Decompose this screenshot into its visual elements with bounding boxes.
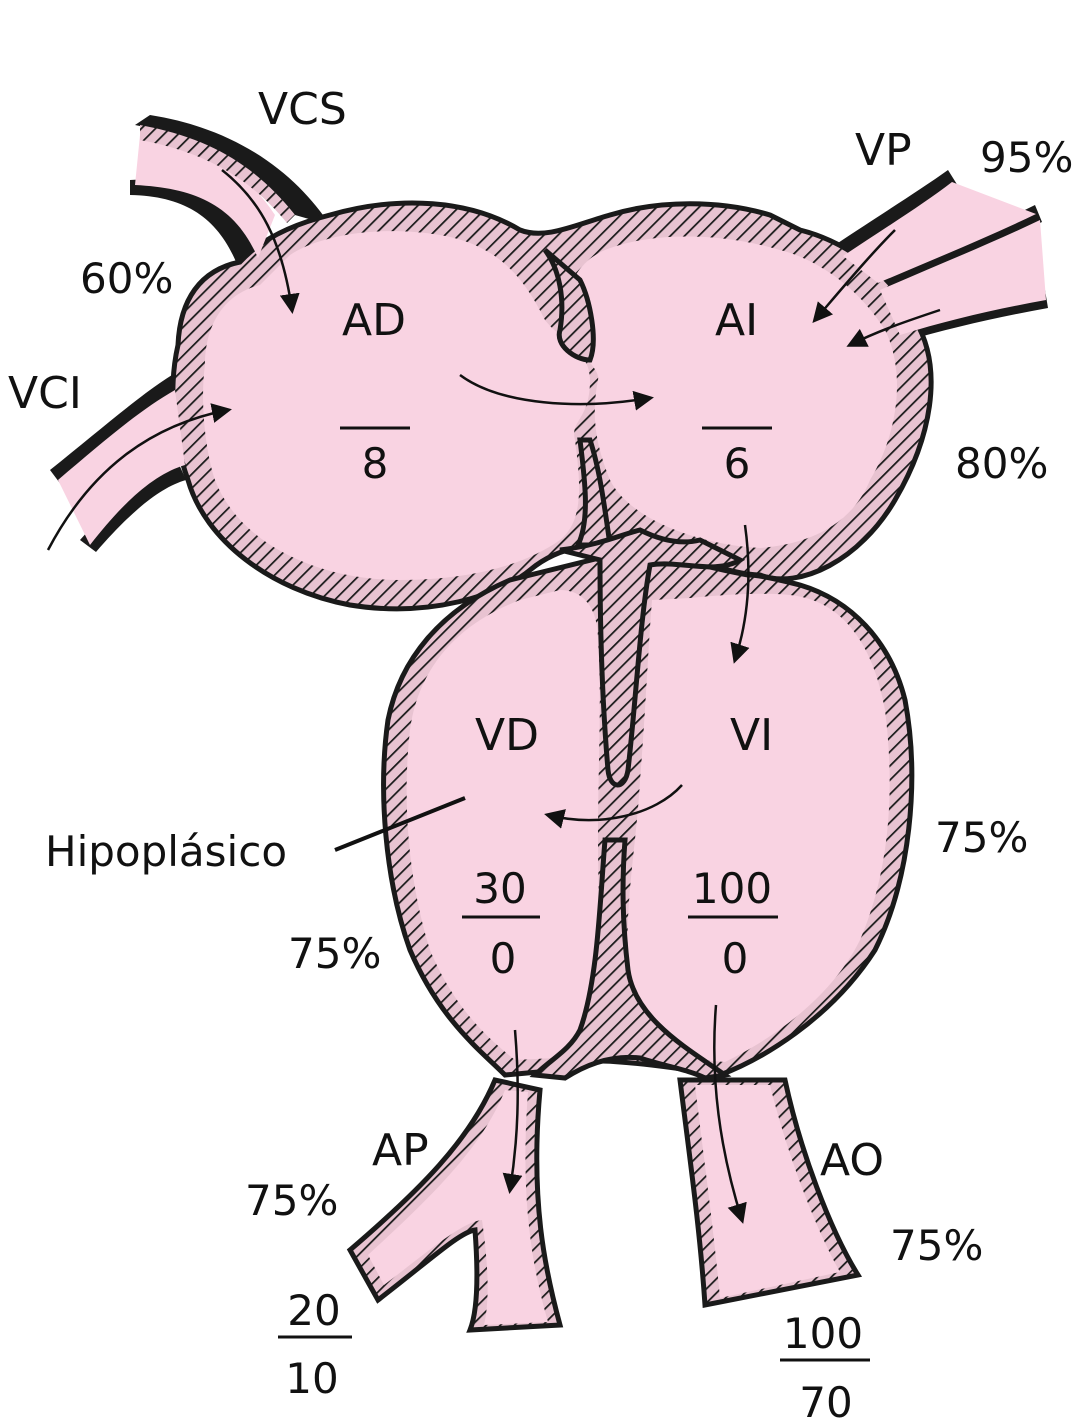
vcs-flow-arrow [221,169,300,314]
ap-label: AP [372,1125,429,1176]
vp-vessel-wall-1 [835,170,958,260]
ai-pressure-den: 6 [724,439,751,488]
vp-saturation: 95% [980,133,1073,182]
vi-lumen [627,593,890,1062]
ap-saturation: 75% [245,1176,338,1225]
vci-lumen [58,390,185,545]
ap-pressure-den: 10 [285,1354,338,1403]
ao-saturation: 75% [890,1221,983,1270]
ventricles [381,527,915,1081]
vi-vd-flow-arrow [544,784,683,829]
vci-vessel-wall [50,375,182,486]
vci-vessel-wall-lower [80,462,186,552]
vcs-hatch [140,125,295,223]
vp-lumen-1 [843,182,1036,283]
ai-saturation: 80% [955,439,1048,488]
vessel-lumens [58,125,1046,545]
ao-pressure-num: 100 [783,1309,863,1358]
ad-label: AD [342,295,406,346]
atria [170,200,934,612]
vd-pressure-den: 0 [490,934,517,983]
ad-ai-flow-arrow [459,373,654,411]
vd-ap-flow-arrow [502,1029,523,1194]
ao-lumen [695,1085,840,1298]
ap-lumen [368,1090,548,1325]
ad-pressure-den: 8 [362,439,389,488]
vi-label: VI [730,710,773,761]
vcs-saturation: 60% [80,254,173,303]
vd-lumen [406,590,600,1060]
vci-flow-arrow [46,403,232,551]
great-arteries [346,1077,863,1333]
vi-saturation: 75% [935,813,1028,862]
ao-label: AO [820,1135,884,1186]
ivs-upper [559,527,746,788]
ai-label: AI [715,295,758,346]
vp-label: VP [855,125,912,176]
vcs-vessel-wall [135,115,330,225]
chamber-pressures: 8 6 30 0 100 0 [340,426,778,983]
hipoplasico-annotation: Hipoplásico [45,827,287,876]
vcs-label: VCS [258,84,347,135]
vd-pressure-num: 30 [473,864,526,913]
flow-arrows [46,169,941,1224]
vp-flow-arrow-2 [846,308,941,347]
artery-pressures: 20 10 100 70 [278,1286,870,1427]
vp-lumen-2 [880,220,1046,335]
vi-pressure-den: 0 [722,934,749,983]
vd-label: VD [475,710,539,761]
vcs-lumen [135,135,275,258]
vd-saturation: 75% [288,929,381,978]
ivs-lower [529,837,732,1081]
vessel-labels: VCS VCI VP AP AO [8,84,912,1186]
vp-flow-arrow-1 [812,229,896,324]
vi-pressure-num: 100 [692,864,772,913]
ao-pressure-den: 70 [799,1378,852,1427]
ad-lumen [203,231,590,580]
vci-label: VCI [8,368,82,419]
ai-vi-flow-arrow [730,524,750,664]
vi-ao-flow-arrow [713,1004,747,1224]
interatrial-septum [542,248,596,363]
saturation-labels: 60% 95% 80% 75% 75% 75% 75% [80,133,1073,1270]
ap-pressure-num: 20 [287,1286,340,1335]
chamber-labels: AD AI VD VI [342,295,773,761]
hipoplasico-leader-line [334,796,466,852]
